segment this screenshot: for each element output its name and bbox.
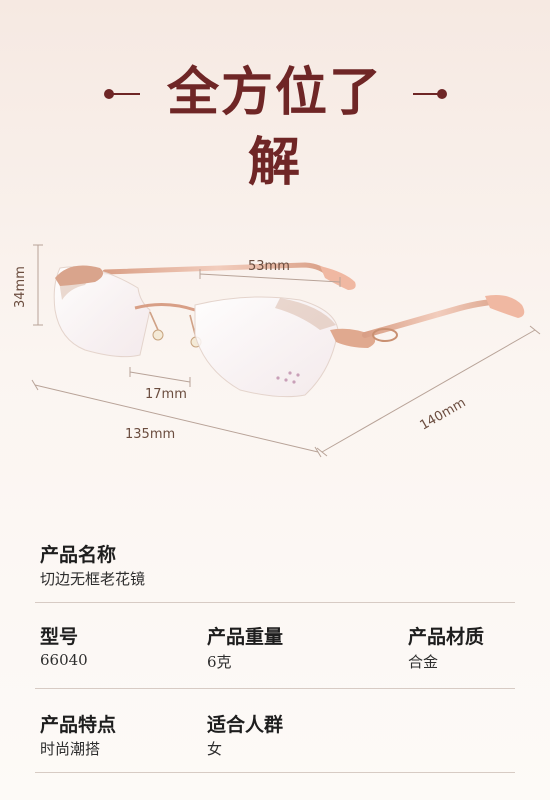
title-line-right xyxy=(413,93,440,95)
dim-temple-length: 140mm xyxy=(418,395,469,433)
spec-weight-value: 6克 xyxy=(207,653,232,671)
glasses-illustration: 34mm 53mm 17mm 135mm 140mm xyxy=(13,244,541,458)
dim-bridge: 17mm xyxy=(145,387,187,402)
left-lens xyxy=(53,266,151,358)
nose-pad-left xyxy=(152,329,164,341)
title-section: 全方位了解 xyxy=(0,58,550,193)
spec-model-value: 66040 xyxy=(40,651,88,669)
temple-ornament xyxy=(372,328,398,342)
spec-model-label: 型号 xyxy=(40,626,79,648)
front-temple-tip xyxy=(485,295,525,318)
right-lens xyxy=(194,296,339,398)
title-dot-left xyxy=(104,89,114,99)
divider-2 xyxy=(35,688,515,689)
spec-audience-label: 适合人群 xyxy=(207,714,284,736)
page-title: 全方位了解 xyxy=(166,62,383,193)
spec-feature-value: 时尚潮搭 xyxy=(40,740,101,758)
spec-material-value: 合金 xyxy=(408,653,439,671)
right-lens-engraving xyxy=(275,298,336,330)
spec-audience-value: 女 xyxy=(207,740,223,758)
divider-1 xyxy=(35,602,515,603)
spec-material-label: 产品材质 xyxy=(408,626,485,648)
title-dot-right xyxy=(437,89,447,99)
bridge xyxy=(134,303,196,312)
spec-name-value: 切边无框老花镜 xyxy=(40,570,146,588)
spec-name-label: 产品名称 xyxy=(40,544,117,566)
dim-lens-width: 53mm xyxy=(248,259,290,274)
spec-weight-label: 产品重量 xyxy=(207,626,284,648)
back-temple-tip xyxy=(320,266,356,290)
dim-frame-width: 135mm xyxy=(125,427,175,442)
rhinestones xyxy=(276,371,300,384)
divider-3 xyxy=(35,772,515,773)
back-temple xyxy=(102,262,333,279)
left-hinge xyxy=(55,265,104,286)
spec-feature-label: 产品特点 xyxy=(40,714,117,736)
title-line-left xyxy=(113,93,140,95)
dim-lens-height: 34mm xyxy=(13,266,28,308)
